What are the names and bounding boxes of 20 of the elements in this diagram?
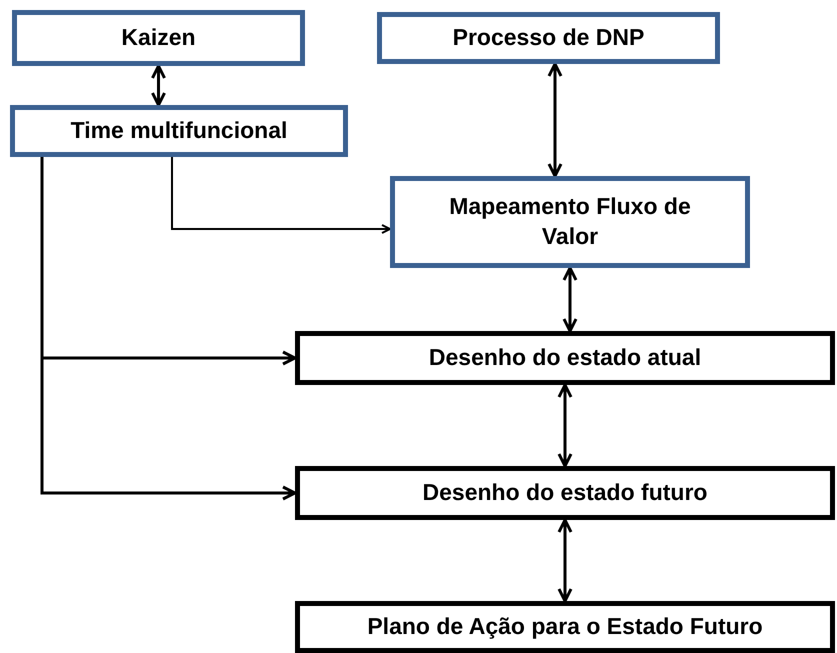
box-label: Mapeamento Fluxo de Valor <box>448 192 692 251</box>
process-box <box>390 176 750 268</box>
arrow <box>151 64 166 106</box>
process-box <box>295 466 835 520</box>
process-box <box>10 105 348 157</box>
box-label: Plano de Ação para o Estado Futuro <box>367 612 763 642</box>
process-box <box>377 12 720 64</box>
arrow <box>558 518 572 602</box>
box-label: Processo de DNP <box>452 23 644 52</box>
arrow <box>562 266 578 332</box>
arrow <box>171 157 391 234</box>
box-label: Kaizen <box>121 23 196 52</box>
box-label: Desenho do estado atual <box>428 343 702 372</box>
process-box <box>12 10 305 66</box>
process-box <box>295 331 835 385</box>
arrow <box>548 62 562 178</box>
box-label: Time multifuncional <box>70 116 288 146</box>
arrow <box>558 384 572 468</box>
process-box <box>295 601 835 653</box>
box-label: Desenho do estado futuro <box>422 478 708 508</box>
